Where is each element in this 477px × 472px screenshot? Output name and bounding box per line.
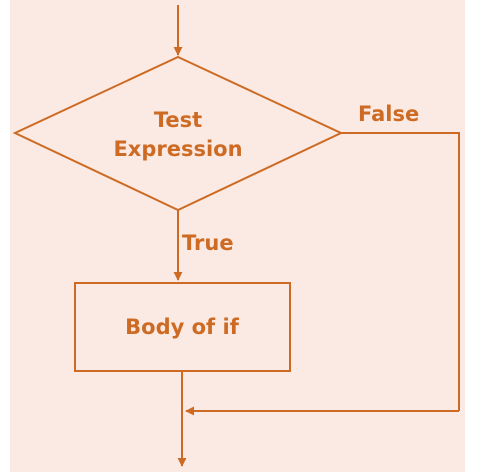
decision-label-line1: Test [154,108,202,132]
false-label: False [358,102,419,126]
true-label: True [182,231,234,255]
body-of-if-label: Body of if [125,315,240,339]
decision-label-line2: Expression [113,137,242,161]
diagram-background [10,0,465,472]
false-branch-connector [341,132,460,411]
